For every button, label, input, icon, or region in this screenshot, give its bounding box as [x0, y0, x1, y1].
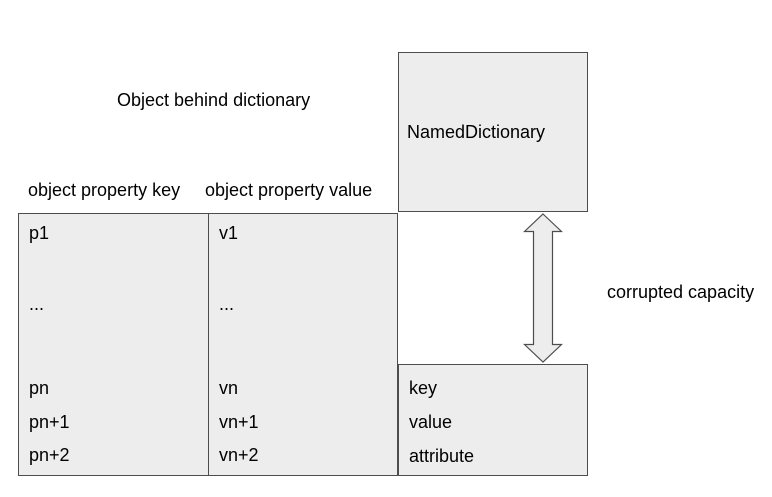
diagram-title: Object behind dictionary [117, 90, 311, 110]
object-property-key-header: object property key [28, 180, 181, 200]
table-cell-key-ellipsis: ... [29, 294, 45, 314]
table-cell-value-ellipsis: ... [219, 294, 235, 314]
object-property-value-header: object property value [205, 180, 373, 200]
double-vertical-arrow-icon [523, 213, 563, 363]
named-dictionary-label: NamedDictionary [407, 121, 546, 142]
table-cell-value-1: v1 [219, 223, 239, 243]
table-cell-value-n1: vn+1 [219, 412, 259, 432]
table-cell-key-1: p1 [29, 223, 50, 243]
entry-field-key: key [409, 378, 438, 398]
table-cell-key-n2: pn+2 [29, 445, 70, 465]
table-column-divider [208, 214, 209, 475]
entry-field-attribute: attribute [409, 446, 475, 466]
dictionary-entry-box: key value attribute [398, 364, 588, 476]
table-cell-value-n: vn [219, 378, 239, 398]
corrupted-capacity-label: corrupted capacity [607, 282, 755, 302]
table-cell-value-n2: vn+2 [219, 445, 259, 465]
table-cell-key-n: pn [29, 378, 50, 398]
table-cell-key-n1: pn+1 [29, 412, 70, 432]
object-property-table: p1 v1 ... ... pn vn pn+1 vn+1 pn+2 vn+2 [18, 213, 398, 476]
named-dictionary-box: NamedDictionary [398, 52, 588, 212]
entry-field-value: value [409, 412, 453, 432]
